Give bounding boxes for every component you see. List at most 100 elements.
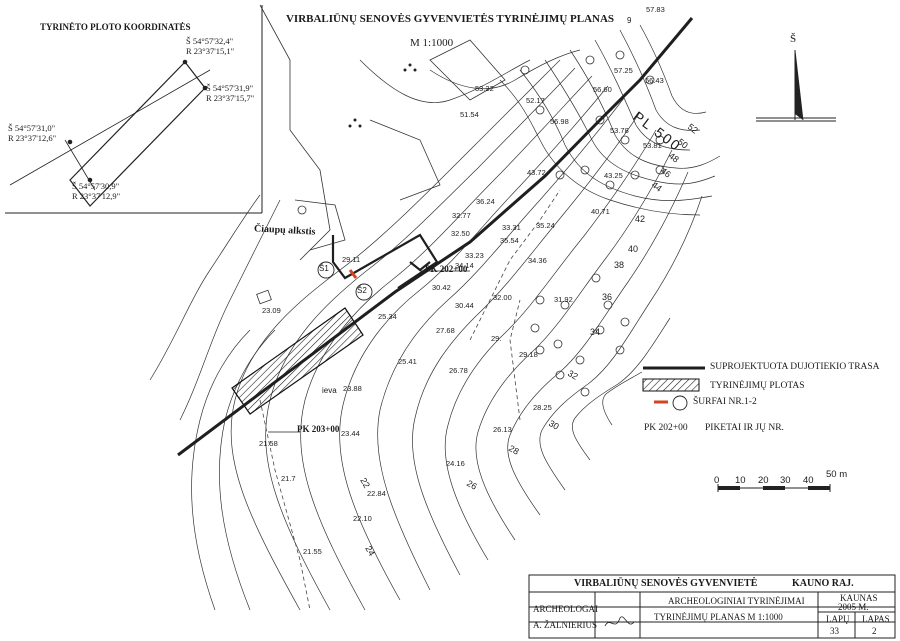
elevation-label: 32.77 bbox=[452, 211, 471, 220]
tb-district: KAUNO RAJ. bbox=[792, 578, 854, 589]
tb-sheet-label: LAPAS bbox=[862, 614, 890, 624]
pit-circle-1 bbox=[317, 261, 335, 279]
contour-label: 44 bbox=[650, 180, 664, 194]
coordinates-inset bbox=[5, 5, 263, 214]
building-outlines bbox=[256, 4, 506, 305]
trench-walls bbox=[331, 233, 439, 289]
tb-sheets: 33 bbox=[830, 626, 839, 636]
elevation-label: 53.22 bbox=[475, 84, 494, 93]
elevation-label: 29.11 bbox=[342, 255, 360, 264]
scale-bar bbox=[717, 484, 831, 492]
scale-tick-10: 10 bbox=[735, 475, 746, 486]
elevation-label: 23.88 bbox=[343, 384, 362, 393]
elevation-label: 27.68 bbox=[436, 326, 455, 335]
elevation-label: 35.54 bbox=[500, 236, 519, 245]
contour-label: 26 bbox=[465, 478, 479, 492]
elevation-label: 33.31 bbox=[502, 223, 521, 232]
legend-surfai: ŠURFAI NR.1-2 bbox=[693, 397, 757, 407]
elevation-label: 51.54 bbox=[460, 110, 479, 119]
contour-label: 38 bbox=[614, 260, 624, 270]
tb-sheets-label: LAPŲ bbox=[826, 614, 850, 624]
inset-coord-2: Š 54°57'31,9"R 23°37'15,7" bbox=[206, 83, 255, 103]
elevation-label: 57.83 bbox=[646, 5, 665, 14]
elevation-label: 52.17 bbox=[526, 96, 545, 105]
pk-203-label: PK 203+00 bbox=[297, 424, 340, 434]
map-scale: M 1:1000 bbox=[410, 37, 454, 49]
elevation-label: 21.7 bbox=[281, 474, 296, 483]
elevation-label: 33.23 bbox=[465, 251, 484, 260]
title-block bbox=[528, 574, 896, 639]
contour-label: 50 bbox=[676, 137, 690, 151]
elevation-label: 43.72 bbox=[527, 168, 546, 177]
scale-tick-0: 0 bbox=[714, 475, 720, 486]
tb-work: ARCHEOLOGINIAI TYRINĖJIMAI bbox=[668, 596, 805, 606]
elevation-label: 21.55 bbox=[303, 547, 322, 556]
elevation-label: 56.43 bbox=[645, 76, 664, 85]
ieva-label: ieva bbox=[322, 386, 337, 395]
legend-trasa: SUPROJEKTUOTA DUJOTIEKIO TRASA bbox=[710, 362, 880, 372]
elevation-label: 22.10 bbox=[353, 514, 372, 523]
contour-label: 48 bbox=[667, 151, 681, 165]
elevation-label: 32.00 bbox=[493, 293, 512, 302]
contour-label: 40 bbox=[628, 244, 638, 254]
scale-tick-40: 40 bbox=[803, 475, 814, 486]
legend-piketai-symbol: PK 202+00 bbox=[644, 423, 688, 433]
elevation-label: 26.78 bbox=[449, 366, 468, 375]
elevation-label: 31.92 bbox=[554, 295, 573, 304]
elevation-label: 28.25 bbox=[533, 403, 552, 412]
pit-circle-2 bbox=[355, 283, 373, 301]
elevation-label: 21.58 bbox=[259, 439, 278, 448]
tb-city: KAUNAS bbox=[840, 593, 878, 603]
scale-tick-20: 20 bbox=[758, 475, 769, 486]
contour-label: 52 bbox=[686, 122, 700, 136]
contour-label: 22 bbox=[358, 476, 372, 490]
pit-2-label: Š2 bbox=[357, 286, 367, 295]
contour-label: 30 bbox=[547, 418, 561, 432]
tb-sheet: 2 bbox=[872, 626, 877, 636]
elevation-label: 56.98 bbox=[550, 117, 569, 126]
legend-plotas: TYRINĖJIMŲ PLOTAS bbox=[710, 381, 805, 391]
contour-label: 46 bbox=[659, 166, 673, 180]
inset-coord-4: Š 54°57'30,9"R 23°37'12,9" bbox=[72, 181, 121, 201]
elevation-label: 40.71 bbox=[591, 207, 610, 216]
elevation-label: 29. bbox=[491, 334, 501, 343]
elevation-label: 30.42 bbox=[432, 283, 451, 292]
legend-piketai: PIKETAI IR JŲ NR. bbox=[705, 423, 784, 433]
scale-tick-30: 30 bbox=[780, 475, 791, 486]
tree-symbols bbox=[297, 50, 665, 397]
contour-label: 34 bbox=[590, 327, 600, 337]
elevation-label: 26.13 bbox=[493, 425, 512, 434]
pit-1-label: Š1 bbox=[319, 264, 329, 273]
contour-label: 42 bbox=[635, 214, 645, 224]
contour-label: 28 bbox=[507, 443, 521, 457]
elevation-label: 56.60 bbox=[593, 85, 612, 94]
elevation-label: 25.34 bbox=[378, 312, 397, 321]
pk-202-label: PK 202+00 bbox=[425, 264, 468, 274]
inset-coord-1: Š 54°57'32,4"R 23°37'15,1" bbox=[186, 36, 235, 56]
contour-lines bbox=[149, 24, 721, 611]
elevation-label: 29.18 bbox=[519, 350, 538, 359]
map-title: VIRBALIŪNŲ SENOVĖS GYVENVIETĖS TYRINĖJIM… bbox=[285, 13, 615, 25]
elevation-label: 32.50 bbox=[451, 229, 470, 238]
elevation-label: 43.25 bbox=[604, 171, 623, 180]
elevation-label: 34.36 bbox=[528, 256, 547, 265]
survey-marks bbox=[348, 63, 417, 128]
test-pit-marker bbox=[348, 269, 358, 279]
inset-coord-3: Š 54°57'31,0"R 23°37'12,6" bbox=[8, 123, 57, 143]
legend-symbols bbox=[642, 366, 705, 411]
elevation-label: 23.09 bbox=[262, 306, 281, 315]
elevation-label: 36.24 bbox=[476, 197, 495, 206]
elevation-label: 53.81 bbox=[643, 141, 662, 150]
contour-label: 24 bbox=[363, 544, 377, 558]
elevation-label: 23.44 bbox=[341, 429, 360, 438]
dashed-lines bbox=[259, 189, 561, 611]
scale-tick-50: 50 m bbox=[826, 469, 848, 480]
elevation-label: 30.44 bbox=[455, 301, 474, 310]
elevation-points: 57.83 57.25 56.43 56.60 53.22 52.17 51.54 56.98… bbox=[259, 5, 665, 556]
inset-title: TYRINĖTO PLOTO KOORDINATĖS bbox=[40, 22, 191, 32]
north-arrow bbox=[756, 49, 836, 122]
elevation-label: 57.25 bbox=[614, 66, 633, 75]
